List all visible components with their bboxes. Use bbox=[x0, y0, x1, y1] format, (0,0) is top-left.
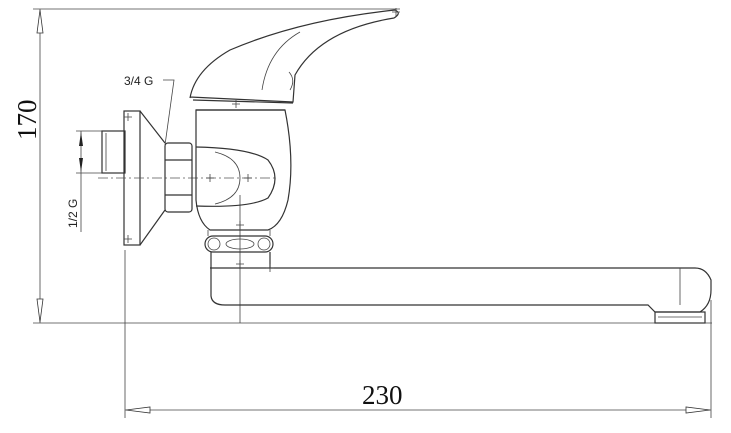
extension-lines bbox=[33, 8, 712, 418]
length-dimension-line bbox=[125, 406, 711, 414]
pipe-thread-label: 1/2 G bbox=[66, 199, 80, 228]
height-dimension-line bbox=[36, 9, 44, 323]
inlet-thread-label: 3/4 G bbox=[124, 74, 153, 88]
spout bbox=[210, 252, 712, 324]
arrow-left-icon bbox=[125, 406, 151, 414]
inlet-leader-line bbox=[163, 79, 175, 146]
wall-pipe bbox=[101, 130, 126, 174]
arrow-up-icon bbox=[36, 9, 44, 34]
lever-handle bbox=[189, 9, 399, 111]
arrow-down-icon bbox=[36, 298, 44, 323]
faucet-body bbox=[195, 109, 292, 231]
arrow-right-icon bbox=[685, 406, 711, 414]
height-dimension-label: 170 bbox=[12, 100, 42, 141]
hex-nut bbox=[164, 142, 193, 213]
length-dimension-label: 230 bbox=[362, 380, 403, 410]
construction-marks bbox=[124, 8, 400, 272]
pipe-dimension-line bbox=[76, 130, 104, 232]
swivel-ring bbox=[204, 230, 274, 253]
